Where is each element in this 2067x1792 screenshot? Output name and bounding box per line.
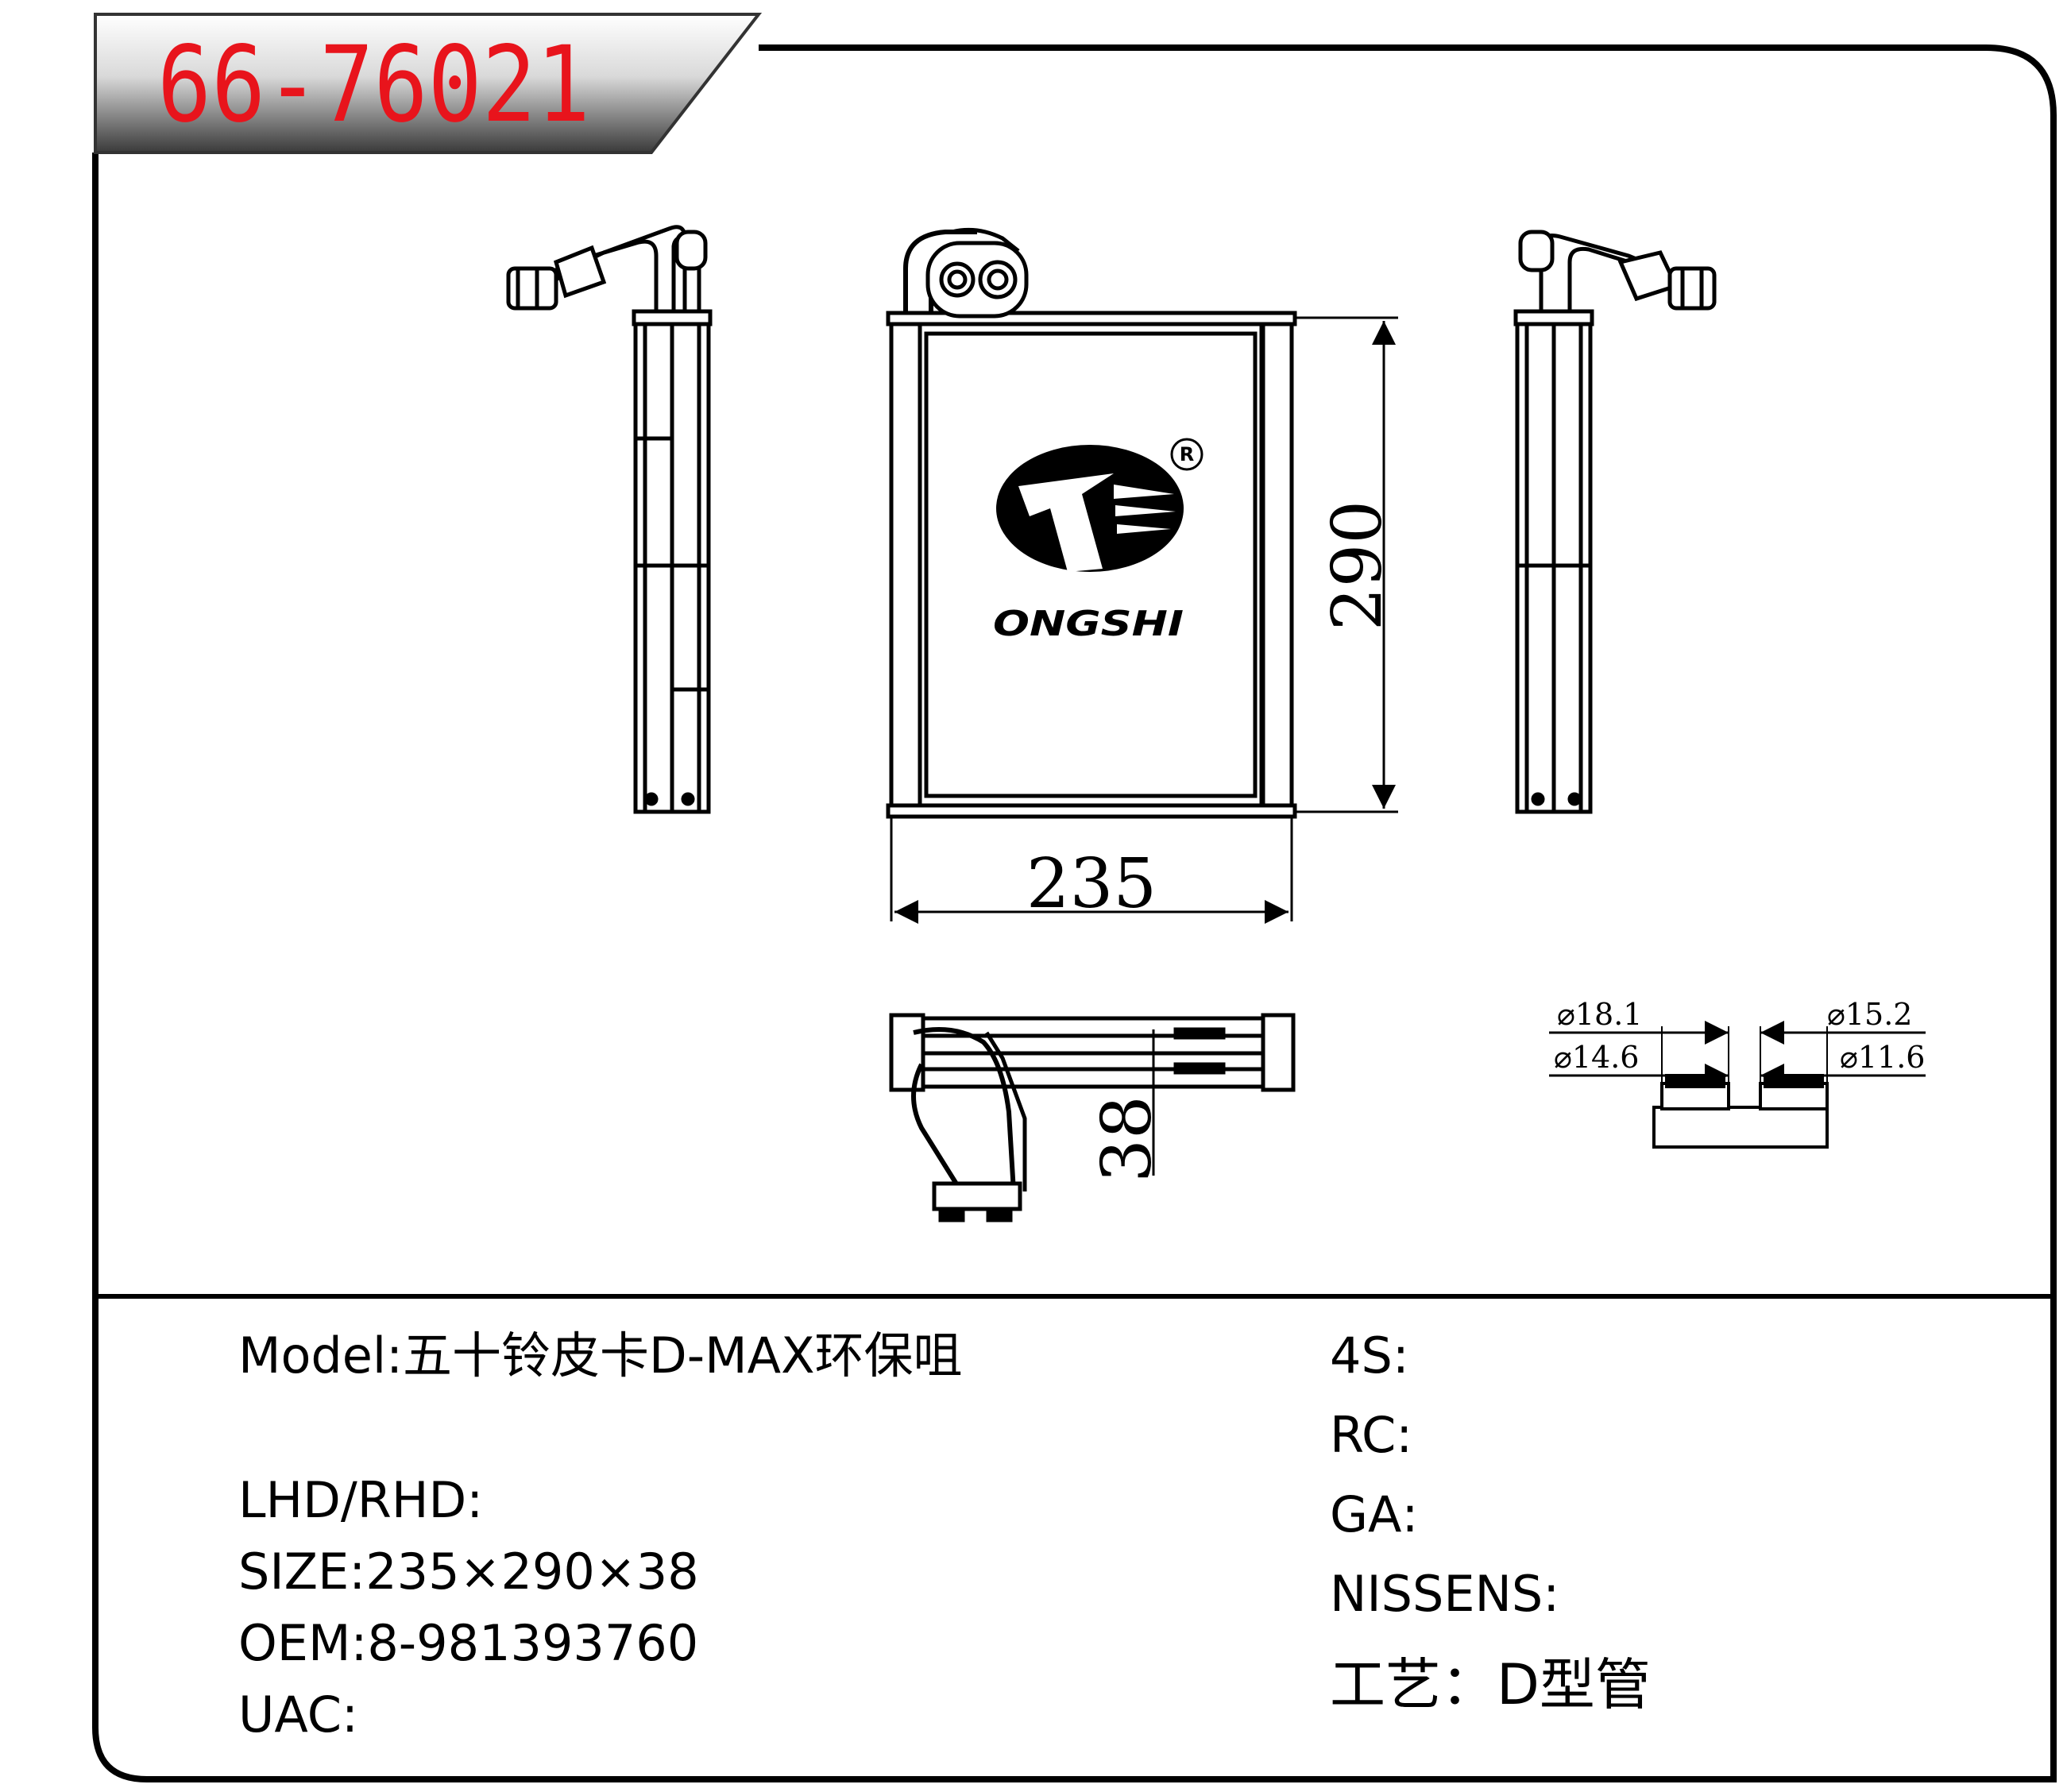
front-view: [886, 227, 1297, 819]
spec-lhd-rhd: LHD/RHD:: [238, 1476, 483, 1525]
spec-oem-value: 8-981393760: [367, 1614, 699, 1672]
spec-sep: :: [466, 1471, 484, 1529]
depth-value: 38: [1088, 1095, 1167, 1182]
spec-sep: :: [1396, 1406, 1413, 1464]
spec-process: 工艺：D型管: [1330, 1657, 1651, 1713]
fitting-outer-left: ⌀18.1: [1557, 997, 1643, 1032]
spec-sep: :: [342, 1686, 358, 1744]
sheet-border: [92, 44, 2057, 1782]
width-value: 235: [1026, 844, 1157, 924]
height-value: 290: [1318, 500, 1397, 631]
spec-process-value: D型管: [1497, 1652, 1651, 1717]
spec-nissens-label: NISSENS: [1330, 1565, 1543, 1623]
spec-sep: ：: [1441, 1652, 1497, 1717]
spec-size: SIZE:235×290×38: [238, 1547, 699, 1597]
spec-ga-label: GA: [1330, 1485, 1402, 1543]
spec-rc: RC:: [1330, 1411, 1412, 1460]
registered-mark: R: [1180, 443, 1194, 465]
fitting-detail: [1549, 1021, 1926, 1149]
spec-nissens: NISSENS:: [1330, 1570, 1559, 1619]
spec-oem-label: OEM: [238, 1614, 351, 1672]
height-dimension: [1295, 316, 1398, 813]
spec-oem: OEM:8-981393760: [238, 1619, 698, 1668]
brand-logo: R ONGSHI: [993, 438, 1203, 644]
brand-name: ONGSHI: [993, 604, 1184, 644]
spec-4s-label: 4S: [1330, 1327, 1393, 1385]
spec-sep: :: [349, 1543, 366, 1601]
part-number: 66-76021: [157, 24, 590, 146]
spec-size-label: SIZE: [238, 1543, 350, 1601]
fitting-outer-right: ⌀15.2: [1827, 997, 1913, 1032]
spec-sep: :: [1401, 1485, 1419, 1543]
right-side-view: [1513, 230, 1717, 814]
fitting-inner-right: ⌀11.6: [1840, 1040, 1926, 1075]
spec-lhd-rhd-label: LHD/RHD: [238, 1471, 467, 1529]
spec-size-value: 235×290×38: [365, 1543, 699, 1601]
width-dimension: [890, 818, 1293, 924]
part-number-tab: 66-76021: [94, 13, 763, 154]
spec-rc-label: RC: [1330, 1406, 1397, 1464]
spec-sep: :: [350, 1614, 368, 1672]
spec-4s: 4S:: [1330, 1331, 1409, 1381]
spec-uac-label: UAC: [238, 1686, 342, 1744]
spec-sep: :: [386, 1327, 404, 1385]
fitting-inner-left: ⌀14.6: [1554, 1040, 1640, 1075]
top-view: [889, 1013, 1296, 1222]
spec-sep: :: [1543, 1565, 1560, 1623]
spec-process-label: 工艺: [1330, 1652, 1441, 1717]
spec-model: Model:五十铃皮卡D-MAX环保咀: [238, 1331, 963, 1381]
left-side-view: [506, 225, 713, 814]
spec-sep: :: [1392, 1327, 1409, 1385]
spec-uac: UAC:: [238, 1690, 358, 1740]
spec-model-value: 五十铃皮卡D-MAX环保咀: [403, 1327, 963, 1385]
registered-circle: [1170, 438, 1203, 471]
spec-model-label: Model: [238, 1327, 387, 1385]
spec-ga: GA:: [1330, 1490, 1418, 1539]
